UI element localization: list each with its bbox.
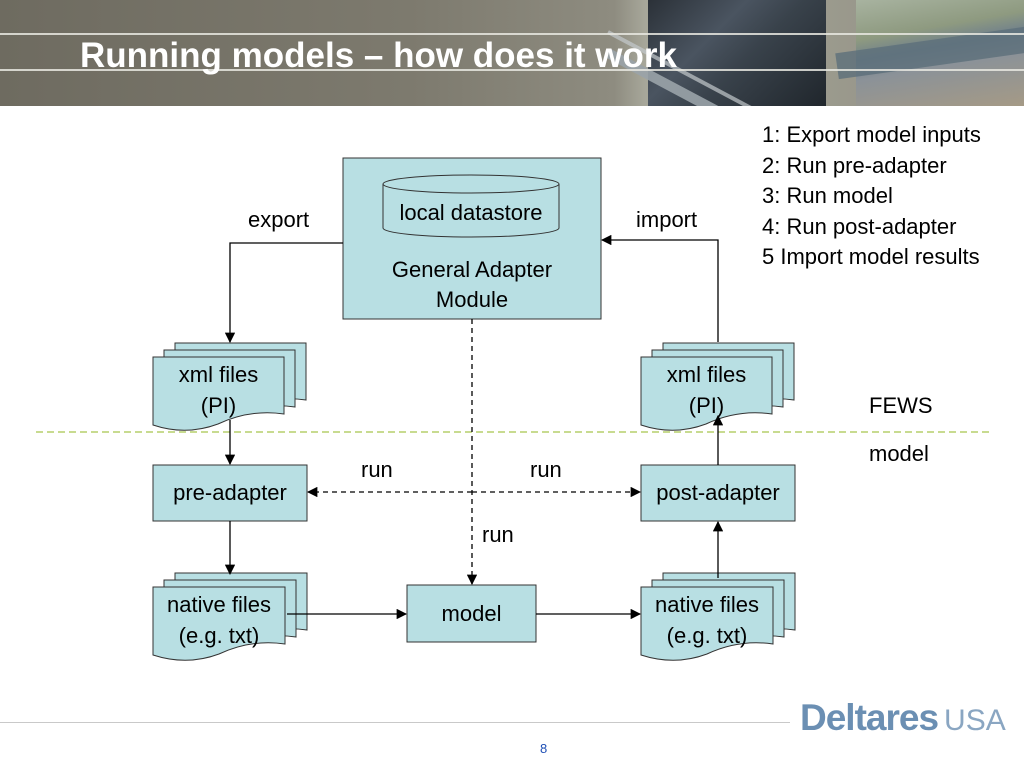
post-adapter-label: post-adapter: [656, 480, 780, 505]
xml-left-line1: xml files: [178, 362, 259, 387]
step-item: 3: Run model: [762, 183, 893, 208]
import-label: import: [636, 207, 698, 232]
step-item: 1: Export model inputs: [762, 122, 981, 147]
native-right-line1: native files: [655, 592, 759, 617]
model-zone-label: model: [869, 441, 929, 466]
datastore-cylinder: [382, 174, 560, 238]
native-files-right-shape: [640, 572, 796, 661]
xml-files-left-shape: [152, 342, 307, 431]
native-files-left-shape: [152, 572, 308, 661]
gam-label-line2: Module: [435, 287, 509, 312]
logo-main-text: Deltares: [800, 697, 939, 738]
xml-left-line2: (PI): [200, 393, 237, 418]
run-right-label: run: [530, 457, 562, 482]
gam-label-line1: General Adapter: [391, 257, 553, 282]
native-right-line2: (e.g. txt): [666, 623, 748, 648]
step-item: 4: Run post-adapter: [762, 213, 957, 239]
step-item: 5 Import model results: [762, 244, 980, 269]
model-box: [406, 584, 537, 643]
export-label: export: [248, 207, 310, 232]
header-rule-bottom: [0, 69, 1024, 71]
xml-right-line2: (PI): [688, 393, 725, 418]
pre-adapter-box: [152, 464, 308, 522]
header-rule-top: [0, 33, 1024, 35]
post-adapter-box: [640, 464, 796, 522]
footer-rule: [0, 722, 790, 723]
step-item: 2: Run pre-adapter: [762, 152, 947, 178]
header-banner: [0, 0, 1024, 106]
import-arrow: [600, 234, 719, 342]
slide-title: Running models – how does it work: [80, 36, 677, 75]
xml-files-right-shape: [640, 342, 795, 431]
logo-suffix-text: USA: [944, 704, 1006, 737]
fews-label: FEWS: [869, 393, 933, 418]
pre-adapter-label: pre-adapter: [173, 480, 287, 505]
aerial-photo: [835, 0, 1024, 106]
flow-arrows: [224, 234, 724, 620]
run-down-label: run: [482, 522, 514, 547]
run-left-label: run: [361, 457, 393, 482]
datastore-label: local datastore: [399, 200, 543, 225]
native-left-line2: (e.g. txt): [178, 623, 260, 648]
steps-list: 1: Export model inputs 2: Run pre-adapte…: [762, 120, 981, 273]
bridge-photo: [605, 0, 858, 106]
native-left-line1: native files: [167, 592, 271, 617]
export-arrow: [224, 242, 343, 344]
model-label: model: [441, 601, 502, 626]
page-number: 8: [540, 741, 548, 756]
xml-right-line1: xml files: [666, 362, 747, 387]
run-arrows: [306, 319, 642, 586]
